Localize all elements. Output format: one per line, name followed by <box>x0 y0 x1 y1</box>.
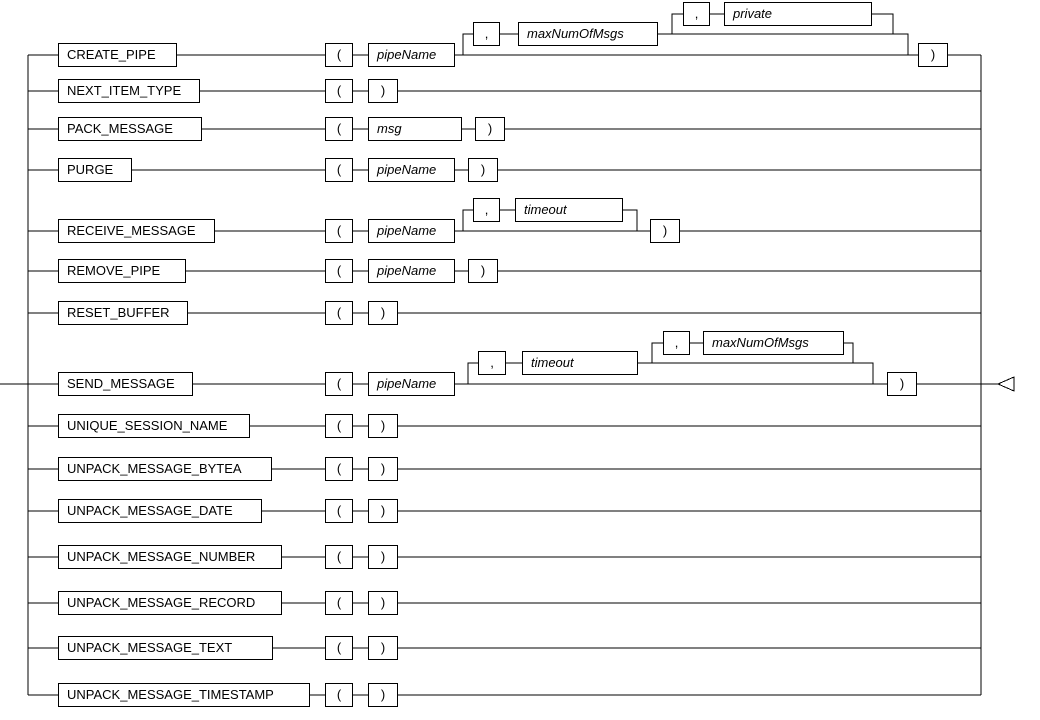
close-paren-box: ) <box>368 683 398 707</box>
close-paren-box: ) <box>368 636 398 660</box>
open-paren-box: ( <box>325 301 353 325</box>
function-box-create-pipe: CREATE_PIPE <box>58 43 177 67</box>
close-paren-box: ) <box>368 499 398 523</box>
param-box-pipename: pipeName <box>368 372 455 396</box>
close-paren-box: ) <box>918 43 948 67</box>
function-box-unpack-message-record: UNPACK_MESSAGE_RECORD <box>58 591 282 615</box>
close-paren-box: ) <box>368 545 398 569</box>
close-paren-box: ) <box>468 158 498 182</box>
function-box-receive-message: RECEIVE_MESSAGE <box>58 219 215 243</box>
open-paren-box: ( <box>325 499 353 523</box>
function-box-reset-buffer: RESET_BUFFER <box>58 301 188 325</box>
comma-box: , <box>473 198 500 222</box>
function-box-remove-pipe: REMOVE_PIPE <box>58 259 186 283</box>
open-paren-box: ( <box>325 591 353 615</box>
comma-box: , <box>473 22 500 46</box>
close-paren-box: ) <box>368 301 398 325</box>
optional-branch-lines <box>462 13 909 384</box>
param-box-msg: msg <box>368 117 462 141</box>
function-box-unique-session-name: UNIQUE_SESSION_NAME <box>58 414 250 438</box>
comma-box: , <box>683 2 710 26</box>
end-arrow-icon <box>996 376 1015 392</box>
param-box-pipename: pipeName <box>368 158 455 182</box>
open-paren-box: ( <box>325 219 353 243</box>
param-box-maxnumofmsgs: maxNumOfMsgs <box>703 331 844 355</box>
open-paren-box: ( <box>325 117 353 141</box>
open-paren-box: ( <box>325 683 353 707</box>
close-paren-box: ) <box>887 372 917 396</box>
function-box-unpack-message-date: UNPACK_MESSAGE_DATE <box>58 499 262 523</box>
close-paren-box: ) <box>368 414 398 438</box>
param-box-maxnumofmsgs: maxNumOfMsgs <box>518 22 658 46</box>
open-paren-box: ( <box>325 158 353 182</box>
close-paren-box: ) <box>368 457 398 481</box>
function-box-purge: PURGE <box>58 158 132 182</box>
function-box-send-message: SEND_MESSAGE <box>58 372 193 396</box>
row-connectors <box>0 54 998 696</box>
param-box-timeout: timeout <box>522 351 638 375</box>
comma-box: , <box>663 331 690 355</box>
open-paren-box: ( <box>325 259 353 283</box>
function-box-unpack-message-bytea: UNPACK_MESSAGE_BYTEA <box>58 457 272 481</box>
close-paren-box: ) <box>650 219 680 243</box>
open-paren-box: ( <box>325 545 353 569</box>
close-paren-box: ) <box>368 591 398 615</box>
close-paren-box: ) <box>368 79 398 103</box>
function-box-unpack-message-timestamp: UNPACK_MESSAGE_TIMESTAMP <box>58 683 310 707</box>
open-paren-box: ( <box>325 79 353 103</box>
param-box-pipename: pipeName <box>368 43 455 67</box>
open-paren-box: ( <box>325 43 353 67</box>
open-paren-box: ( <box>325 457 353 481</box>
param-box-private: private <box>724 2 872 26</box>
function-box-unpack-message-number: UNPACK_MESSAGE_NUMBER <box>58 545 282 569</box>
open-paren-box: ( <box>325 372 353 396</box>
close-paren-box: ) <box>475 117 505 141</box>
open-paren-box: ( <box>325 636 353 660</box>
open-paren-box: ( <box>325 414 353 438</box>
close-paren-box: ) <box>468 259 498 283</box>
function-box-pack-message: PACK_MESSAGE <box>58 117 202 141</box>
param-box-timeout: timeout <box>515 198 623 222</box>
param-box-pipename: pipeName <box>368 259 455 283</box>
param-box-pipename: pipeName <box>368 219 455 243</box>
function-box-unpack-message-text: UNPACK_MESSAGE_TEXT <box>58 636 273 660</box>
function-box-next-item-type: NEXT_ITEM_TYPE <box>58 79 200 103</box>
comma-box: , <box>478 351 506 375</box>
